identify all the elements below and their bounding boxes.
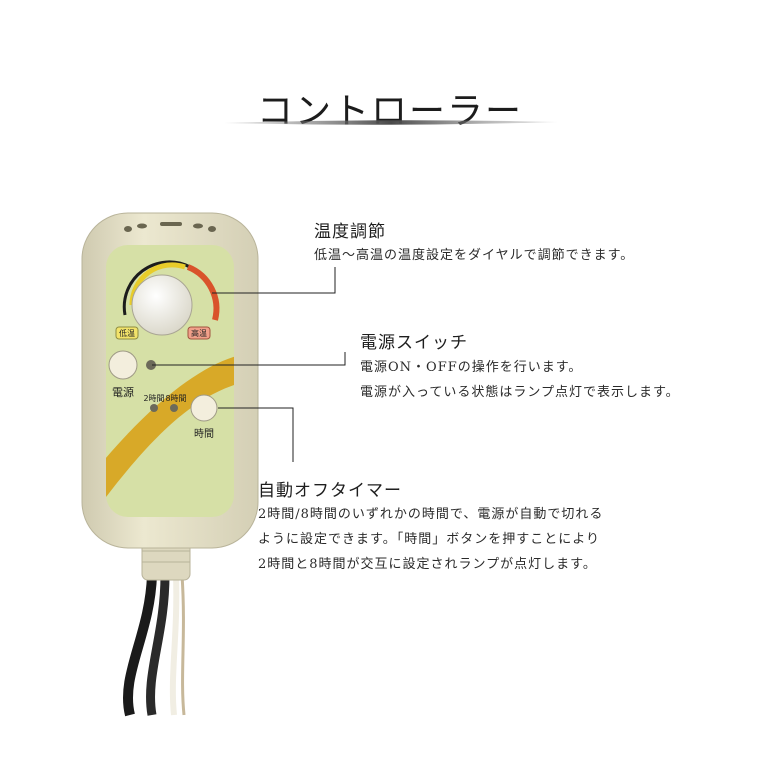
power-callout-line-2: 電源が入っている状態はランプ点灯で表示します。 bbox=[360, 385, 680, 400]
timer-callout-line-1: 2時間/8時間のいずれかの時間で、電源が自動で切れる bbox=[258, 507, 604, 522]
dial-low-badge: 低温 bbox=[115, 326, 139, 340]
panel-stripe bbox=[106, 355, 234, 505]
power-button-label: 電源 bbox=[112, 385, 134, 399]
timer-callout-title: 自動オフタイマー bbox=[258, 481, 402, 501]
vent-slots bbox=[124, 222, 216, 232]
timer-callout-line-2: ように設定できます。「時間」ボタンを押すことにより bbox=[258, 532, 600, 547]
dial-high-badge: 高温 bbox=[187, 326, 211, 340]
controller-device: 低温 高温 電源 2時間 8時間 時間 bbox=[81, 212, 259, 717]
power-button[interactable] bbox=[108, 350, 138, 380]
dial-high-label: 高温 bbox=[191, 328, 207, 338]
power-lamp bbox=[146, 360, 156, 370]
timer-2h-lamp bbox=[150, 404, 158, 412]
power-callout-line-1: 電源ON・OFFの操作を行います。 bbox=[360, 360, 583, 375]
timer-button[interactable] bbox=[190, 394, 218, 422]
title-underline bbox=[224, 120, 558, 125]
temperature-callout-title: 温度調節 bbox=[314, 222, 386, 242]
temperature-dial[interactable] bbox=[131, 274, 193, 336]
dial-low-label: 低温 bbox=[119, 328, 135, 338]
timer-callout-line-3: 2時間と8時間が交互に設定されランプが点灯します。 bbox=[258, 557, 597, 572]
power-callout-title: 電源スイッチ bbox=[360, 333, 468, 353]
page-title: コントローラー bbox=[256, 91, 523, 132]
timer-button-label: 時間 bbox=[194, 428, 214, 440]
timer-8h-label: 8時間 bbox=[165, 394, 186, 403]
timer-8h-lamp bbox=[170, 404, 178, 412]
power-cord bbox=[122, 574, 186, 717]
temperature-callout-line-1: 低温〜高温の温度設定をダイヤルで調節できます。 bbox=[314, 248, 635, 263]
timer-2h-label: 2時間 bbox=[143, 394, 164, 403]
